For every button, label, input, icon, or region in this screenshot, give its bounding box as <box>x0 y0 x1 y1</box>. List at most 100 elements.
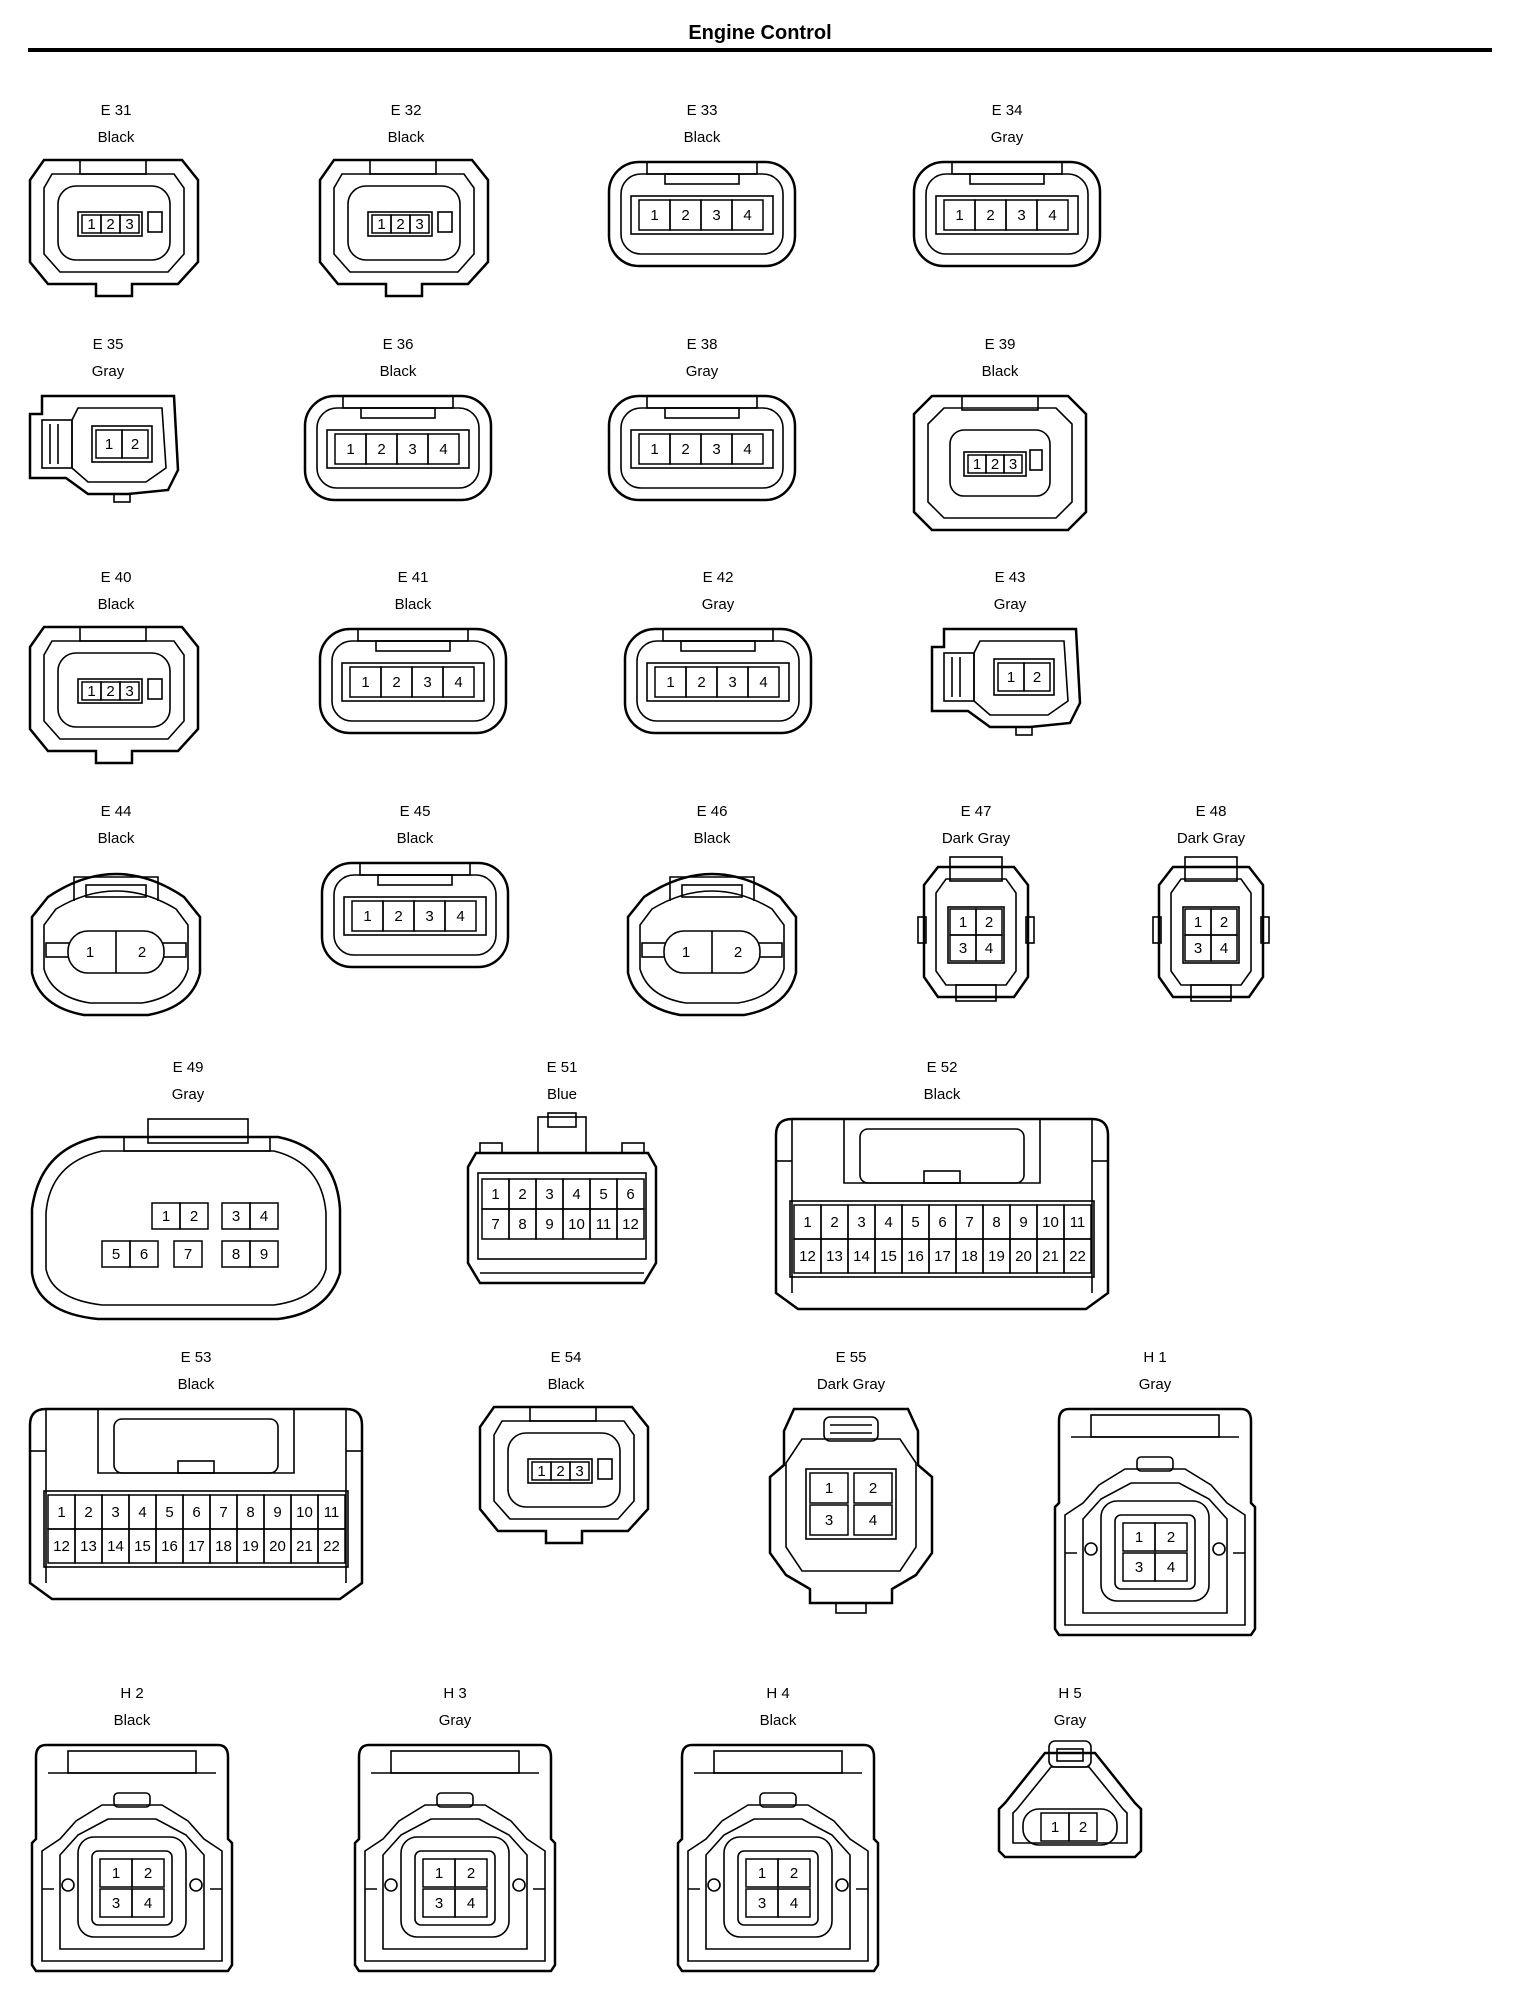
pin-number: 2 <box>377 441 385 458</box>
connector-color: Black <box>113 1712 151 1729</box>
connector-color: Black <box>177 1376 215 1393</box>
connector-color: Gray <box>1138 1376 1172 1393</box>
connector-code: H 1 <box>1143 1349 1167 1366</box>
pin-number: 7 <box>219 1504 227 1521</box>
shell-outline <box>1114 1514 1196 1590</box>
pin-number: 12 <box>622 1216 639 1233</box>
pin-number: 8 <box>518 1216 526 1233</box>
pin-number: 3 <box>1135 1559 1143 1576</box>
shell-outline <box>1182 906 1240 964</box>
connector-code: E 31 <box>100 102 132 119</box>
shell-outline <box>630 195 774 235</box>
connector-color: Gray <box>993 596 1027 613</box>
pin-cavity <box>1210 934 1238 962</box>
pin-cavity <box>249 1240 279 1268</box>
shell-outline <box>67 1750 197 1774</box>
pin-number: 2 <box>869 1480 877 1497</box>
pin-number: 5 <box>112 1246 120 1263</box>
shell-outline <box>997 1751 1143 1859</box>
pin-cavity <box>121 429 149 459</box>
shell-outline <box>79 159 147 175</box>
pin-cavity <box>1023 662 1051 692</box>
pin-number: 5 <box>599 1186 607 1203</box>
pin-cavity <box>616 1208 645 1240</box>
shell-outline <box>943 652 975 702</box>
shell-outline <box>681 884 743 898</box>
pin-number: 9 <box>260 1246 268 1263</box>
pin-number: 17 <box>934 1248 951 1265</box>
shell-outline <box>147 211 163 233</box>
shell-outline <box>1048 1740 1092 1768</box>
shell-outline <box>353 1743 557 1973</box>
shell-outline <box>147 678 163 700</box>
connector-code: E 53 <box>180 1349 212 1366</box>
shell-outline <box>597 1458 613 1480</box>
pin-number: 2 <box>131 436 139 453</box>
pin-number: 4 <box>869 1512 877 1529</box>
pin-number: 3 <box>125 683 133 700</box>
pin-number: 22 <box>323 1538 340 1555</box>
pin-number: 3 <box>1017 207 1025 224</box>
shell-outline <box>28 394 180 496</box>
shell-outline <box>28 158 200 298</box>
pin-cavity <box>1154 1552 1188 1582</box>
shell-outline <box>342 395 454 409</box>
pin-number: 1 <box>57 1504 65 1521</box>
pin-number: 1 <box>377 216 385 233</box>
pin-number: 1 <box>86 944 94 961</box>
connector-code: E 49 <box>172 1059 204 1076</box>
pin-cavity <box>249 1202 279 1230</box>
connector-color: Black <box>394 596 432 613</box>
title-rule <box>28 48 1492 52</box>
connector-code: E 40 <box>100 569 132 586</box>
shell-outline <box>77 211 143 237</box>
connector-code: H 4 <box>766 1685 790 1702</box>
pin-number: 1 <box>959 914 967 931</box>
shell-outline <box>437 211 453 233</box>
connector-color: Blue <box>546 1086 578 1103</box>
connector-color: Black <box>97 129 135 146</box>
pin-number: 4 <box>439 441 447 458</box>
shell-outline <box>414 1850 496 1926</box>
pin-number: 2 <box>84 1504 92 1521</box>
shell-outline <box>1190 984 1232 1002</box>
pin-number: 4 <box>144 1895 152 1912</box>
shell-outline <box>303 394 493 502</box>
shell-outline <box>357 628 469 642</box>
pin-number: 8 <box>246 1504 254 1521</box>
shell-outline <box>384 1878 398 1892</box>
shell-outline <box>382 1818 528 1950</box>
shell-outline <box>646 395 758 409</box>
shell-outline <box>676 1743 880 1973</box>
connector-color: Gray <box>701 596 735 613</box>
pin-cavity <box>1068 1812 1098 1842</box>
pin-cavity <box>317 1528 346 1564</box>
shell-outline <box>59 1818 205 1950</box>
connector-color: Black <box>396 830 434 847</box>
shell-outline <box>620 407 784 489</box>
pin-number: 14 <box>853 1248 870 1265</box>
pin-number: 3 <box>425 908 433 925</box>
pin-number: 13 <box>826 1248 843 1265</box>
shell-outline <box>527 1458 593 1484</box>
pin-number: 2 <box>518 1186 526 1203</box>
shell-outline <box>28 625 200 765</box>
shell-outline <box>77 1836 187 1938</box>
shell-outline <box>30 1743 234 1973</box>
shell-outline <box>177 1460 215 1474</box>
shell-outline <box>43 890 189 1004</box>
pin-number: 9 <box>545 1216 553 1233</box>
connector-code: E 48 <box>1195 803 1227 820</box>
pin-number: 1 <box>87 216 95 233</box>
shell-outline <box>912 160 1102 268</box>
connector-code: E 45 <box>399 803 431 820</box>
connector-code: H 2 <box>120 1685 144 1702</box>
pin-number: 2 <box>467 1865 475 1882</box>
pin-number: 1 <box>363 908 371 925</box>
